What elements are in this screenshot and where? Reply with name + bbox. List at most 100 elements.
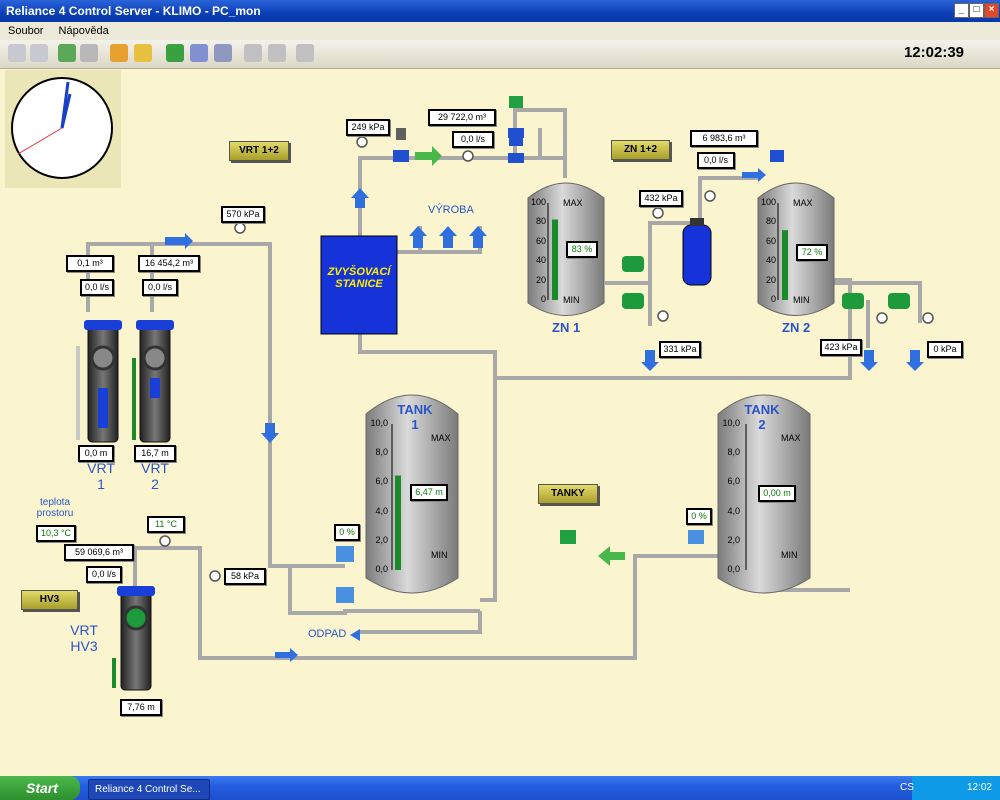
start-button[interactable]: Start	[0, 776, 80, 800]
user-login-icon[interactable]	[58, 44, 76, 62]
tank2-min: MIN	[781, 550, 798, 560]
zn2-max: MAX	[793, 198, 813, 208]
tank2-scale-tick: 6,0	[727, 476, 740, 487]
v6983-box: 6 983,6 m³	[690, 130, 758, 147]
tank1-scale-tick: 6,0	[375, 476, 388, 487]
valve-t1-pct-box: 0 %	[334, 524, 360, 541]
menu-bar: Soubor Nápověda	[0, 22, 1000, 40]
booster-label: ZVYŠOVACÍ STANICE	[327, 266, 391, 290]
valve-t2-pct-box: 0 %	[686, 508, 712, 525]
zn2-scale-tick: 40	[765, 255, 776, 266]
zn2-scale-tick: 80	[765, 216, 776, 227]
zn1-label: ZN 1	[552, 320, 581, 335]
p0-box: 0 kPa	[927, 341, 963, 358]
tank2-scale-tick: 0,0	[727, 564, 740, 574]
taskbar-task[interactable]: Reliance 4 Control Se...	[88, 779, 210, 800]
label-hv3[interactable]: HV3	[21, 590, 78, 610]
chart-icon[interactable]	[166, 44, 184, 62]
t11-box: 11 °C	[147, 516, 185, 533]
tank1-max: MAX	[431, 433, 451, 443]
tank1-label: TANK 1	[397, 402, 433, 432]
pressure-vessel	[682, 224, 712, 286]
well-vrt2[interactable]	[132, 320, 174, 443]
label-tanky[interactable]: TANKY	[538, 484, 598, 504]
zn1-scale-tick: 40	[535, 255, 546, 266]
zn2-scale-tick: 20	[765, 274, 776, 285]
teplota-label: teplota prostoru	[36, 497, 74, 519]
tank1-scale-tick: 2,0	[375, 534, 388, 545]
title-bar: Reliance 4 Control Server - KLIMO - PC_m…	[0, 0, 1000, 22]
flow-b-box: 0,0 l/s	[697, 152, 735, 169]
print-preview-icon[interactable]	[268, 44, 286, 62]
alarm-ack-icon[interactable]	[134, 44, 152, 62]
flow-e-box: 0,0 l/s	[86, 566, 122, 583]
pressure-gauges	[159, 136, 934, 582]
well-vrt1[interactable]	[76, 320, 122, 443]
v29722-box: 29 722,0 m³	[428, 109, 496, 126]
settings-icon[interactable]	[296, 44, 314, 62]
tank2-max: MAX	[781, 433, 801, 443]
well-hv3[interactable]	[112, 586, 155, 691]
label-zn12[interactable]: ZN 1+2	[611, 140, 670, 160]
label-vrt12[interactable]: VRT 1+2	[229, 141, 289, 161]
p570-box: 570 kPa	[221, 206, 265, 223]
valves[interactable]	[336, 96, 784, 603]
back-icon[interactable]	[8, 44, 26, 62]
tank2-level-box: 0,00 m	[758, 485, 796, 502]
vyroba-label: VÝROBA	[428, 204, 474, 216]
taskbar-task-label: Reliance 4 Control Se...	[95, 784, 201, 795]
p432-box: 432 kPa	[639, 190, 683, 207]
forward-icon[interactable]	[30, 44, 48, 62]
tray-time: 12:02	[966, 782, 992, 793]
p249-box: 249 kPa	[346, 119, 390, 136]
temp-box: 10,3 °C	[36, 525, 76, 542]
tank1-level-bar	[395, 475, 401, 570]
zn1-level-bar	[552, 219, 558, 300]
zn1-min: MIN	[563, 295, 580, 305]
vrt2-level-box: 16,7 m	[134, 445, 176, 462]
database-icon[interactable]	[190, 44, 208, 62]
vessel-cap	[690, 218, 704, 226]
zn1-scale-tick: 100	[530, 197, 546, 207]
booster-station[interactable]	[320, 235, 398, 335]
toolbar-time: 12:02:39	[903, 44, 964, 61]
system-tray: CS 12:02	[900, 776, 1000, 800]
tank2-scale-tick: 4,0	[727, 505, 740, 516]
window-title: Reliance 4 Control Server - KLIMO - PC_m…	[6, 4, 261, 18]
maximize-button[interactable]: □	[969, 3, 984, 18]
tank1-min: MIN	[431, 550, 448, 560]
vrt1-label: VRT 1	[87, 460, 115, 492]
zn1-scale-tick: 0	[540, 294, 546, 304]
start-label: Start	[26, 780, 58, 796]
vrt1-level-box: 0,0 m	[78, 445, 114, 462]
zn1-scale-tick: 20	[535, 274, 546, 285]
minimize-button[interactable]: _	[954, 3, 969, 18]
tank2-scale-tick: 10,0	[722, 418, 740, 428]
vrt2-label: VRT 2	[141, 460, 169, 492]
pumps[interactable]	[622, 256, 910, 309]
zn2-pct-box: 72 %	[796, 244, 828, 261]
zn2-scale-tick: 0	[770, 294, 776, 304]
user-logout-icon[interactable]	[80, 44, 98, 62]
zn2-min: MIN	[793, 295, 810, 305]
green-flow-arrows	[415, 146, 625, 566]
tank1-scale-tick: 4,0	[375, 505, 388, 516]
print-icon[interactable]	[244, 44, 262, 62]
flow-c-box: 0,0 l/s	[80, 279, 114, 296]
p423-box: 423 kPa	[820, 339, 862, 356]
tray-lang[interactable]: CS	[900, 782, 914, 793]
tank1-level-box: 6,47 m	[410, 484, 448, 501]
close-button[interactable]: ×	[984, 3, 999, 18]
flow-arrows	[165, 168, 924, 662]
menu-soubor[interactable]: Soubor	[8, 25, 44, 37]
tank1-scale-tick: 0,0	[375, 564, 388, 574]
p58-box: 58 kPa	[224, 568, 266, 585]
v59069-box: 59 069,6 m³	[64, 544, 134, 561]
tank2-scale-tick: 8,0	[727, 447, 740, 458]
menu-napoveda[interactable]: Nápověda	[58, 25, 109, 37]
tank2-scale-tick: 2,0	[727, 534, 740, 545]
v01-box: 0,1 m³	[66, 255, 114, 272]
zn1-scale-tick: 80	[535, 216, 546, 227]
report-icon[interactable]	[214, 44, 232, 62]
alarm-icon[interactable]	[110, 44, 128, 62]
